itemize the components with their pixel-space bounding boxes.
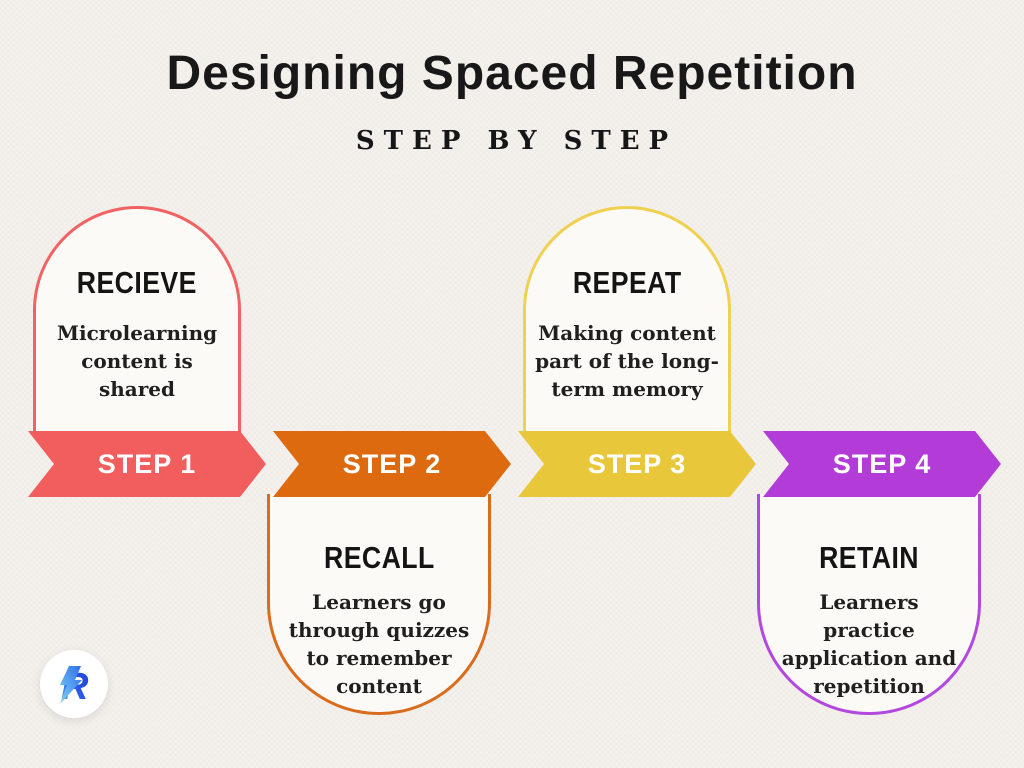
step-2-unit: RECALL Learners go through quizzes to re… [267, 0, 511, 768]
brand-logo-r-icon: R [60, 666, 89, 708]
step-4-banner-label: STEP 4 [832, 448, 932, 479]
step-3-description: Making content part of the long- term me… [535, 321, 719, 401]
step-4-banner: STEP 4 [763, 431, 1001, 497]
step-4-unit: RETAIN Learners practice application and… [757, 0, 1001, 768]
step-1-description: Microlearning content is shared [56, 321, 218, 401]
step-3-card: REPEAT Making content part of the long- … [523, 206, 731, 434]
page-title: Designing Spaced Repetition [166, 47, 858, 100]
step-1-banner: STEP 1 [28, 431, 266, 497]
brand-logo: R [40, 650, 108, 718]
step-4-description: Learners practice application and repeti… [781, 590, 957, 698]
step-2-banner-label: STEP 2 [342, 448, 442, 479]
step-4-title: RETAIN [819, 540, 919, 575]
step-3-banner: STEP 3 [518, 431, 756, 497]
step-1-title: RECIEVE [76, 265, 198, 300]
step-3-title: REPEAT [572, 265, 682, 300]
step-1-unit: RECIEVE Microlearning content is shared … [28, 0, 266, 768]
step-1-card: RECIEVE Microlearning content is shared [33, 206, 241, 434]
step-2-card: RECALL Learners go through quizzes to re… [267, 494, 491, 715]
step-3-unit: REPEAT Making content part of the long- … [518, 0, 756, 768]
step-2-title: RECALL [323, 540, 435, 575]
page-subtitle: STEP BY STEP [355, 126, 678, 156]
step-2-banner: STEP 2 [273, 431, 511, 497]
step-1-banner-label: STEP 1 [97, 448, 197, 479]
step-3-banner-label: STEP 3 [587, 448, 687, 479]
step-4-card: RETAIN Learners practice application and… [757, 494, 981, 715]
step-2-description: Learners go through quizzes to remember … [288, 590, 470, 698]
